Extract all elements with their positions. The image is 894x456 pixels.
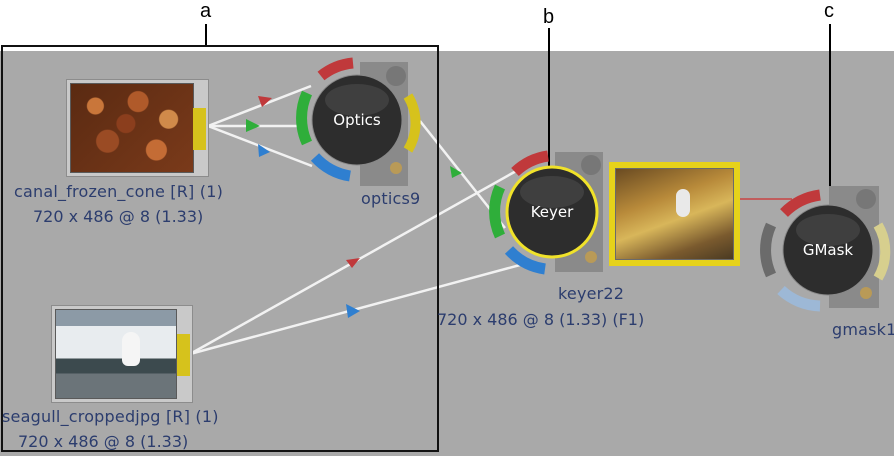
arrow-green xyxy=(246,119,260,132)
keyer-node-resolution: 720 x 486 @ 8 (1.33) (F1) xyxy=(437,310,645,329)
seagull-figure xyxy=(122,332,140,366)
optics-node[interactable] xyxy=(296,57,421,186)
optics-node-name: optics9 xyxy=(361,189,421,208)
arrow-red xyxy=(346,258,360,268)
seagull-thumbnail xyxy=(55,309,177,399)
output-tab[interactable] xyxy=(193,108,206,150)
arrow-blue xyxy=(258,144,270,157)
gmask-node-name: gmask1 xyxy=(832,320,894,339)
keyed-seagull xyxy=(676,189,690,217)
arrow-red xyxy=(258,96,272,107)
canal-thumbnail xyxy=(70,83,194,173)
canal-node-resolution: 720 x 486 @ 8 (1.33) xyxy=(33,207,204,226)
clip-node-seagull[interactable] xyxy=(51,305,193,403)
output-tab[interactable] xyxy=(177,334,190,376)
gmask-node[interactable] xyxy=(760,186,891,312)
clip-node-canal[interactable] xyxy=(66,79,209,177)
keyer-node-name: keyer22 xyxy=(558,284,625,303)
seagull-node-name: seagull_croppedjpg [R] (1) xyxy=(2,407,219,426)
callout-a: a xyxy=(200,0,212,22)
keyer-node[interactable] xyxy=(489,150,603,275)
seagull-node-resolution: 720 x 486 @ 8 (1.33) xyxy=(18,432,189,451)
callout-c: c xyxy=(824,0,834,22)
callout-b: b xyxy=(543,6,555,28)
arrow-green xyxy=(450,166,462,178)
arrow-blue xyxy=(346,304,360,318)
keyer-output-preview[interactable] xyxy=(609,162,740,266)
keyer-button-label: Keyer xyxy=(531,203,574,221)
selection-box xyxy=(1,45,439,452)
optics-button-label: Optics xyxy=(333,111,381,129)
canal-node-name: canal_frozen_cone [R] (1) xyxy=(14,182,224,201)
gmask-button-label: GMask xyxy=(803,241,854,259)
keyer-output-thumbnail xyxy=(615,168,734,260)
wire-canal-optics-red[interactable] xyxy=(207,84,312,128)
